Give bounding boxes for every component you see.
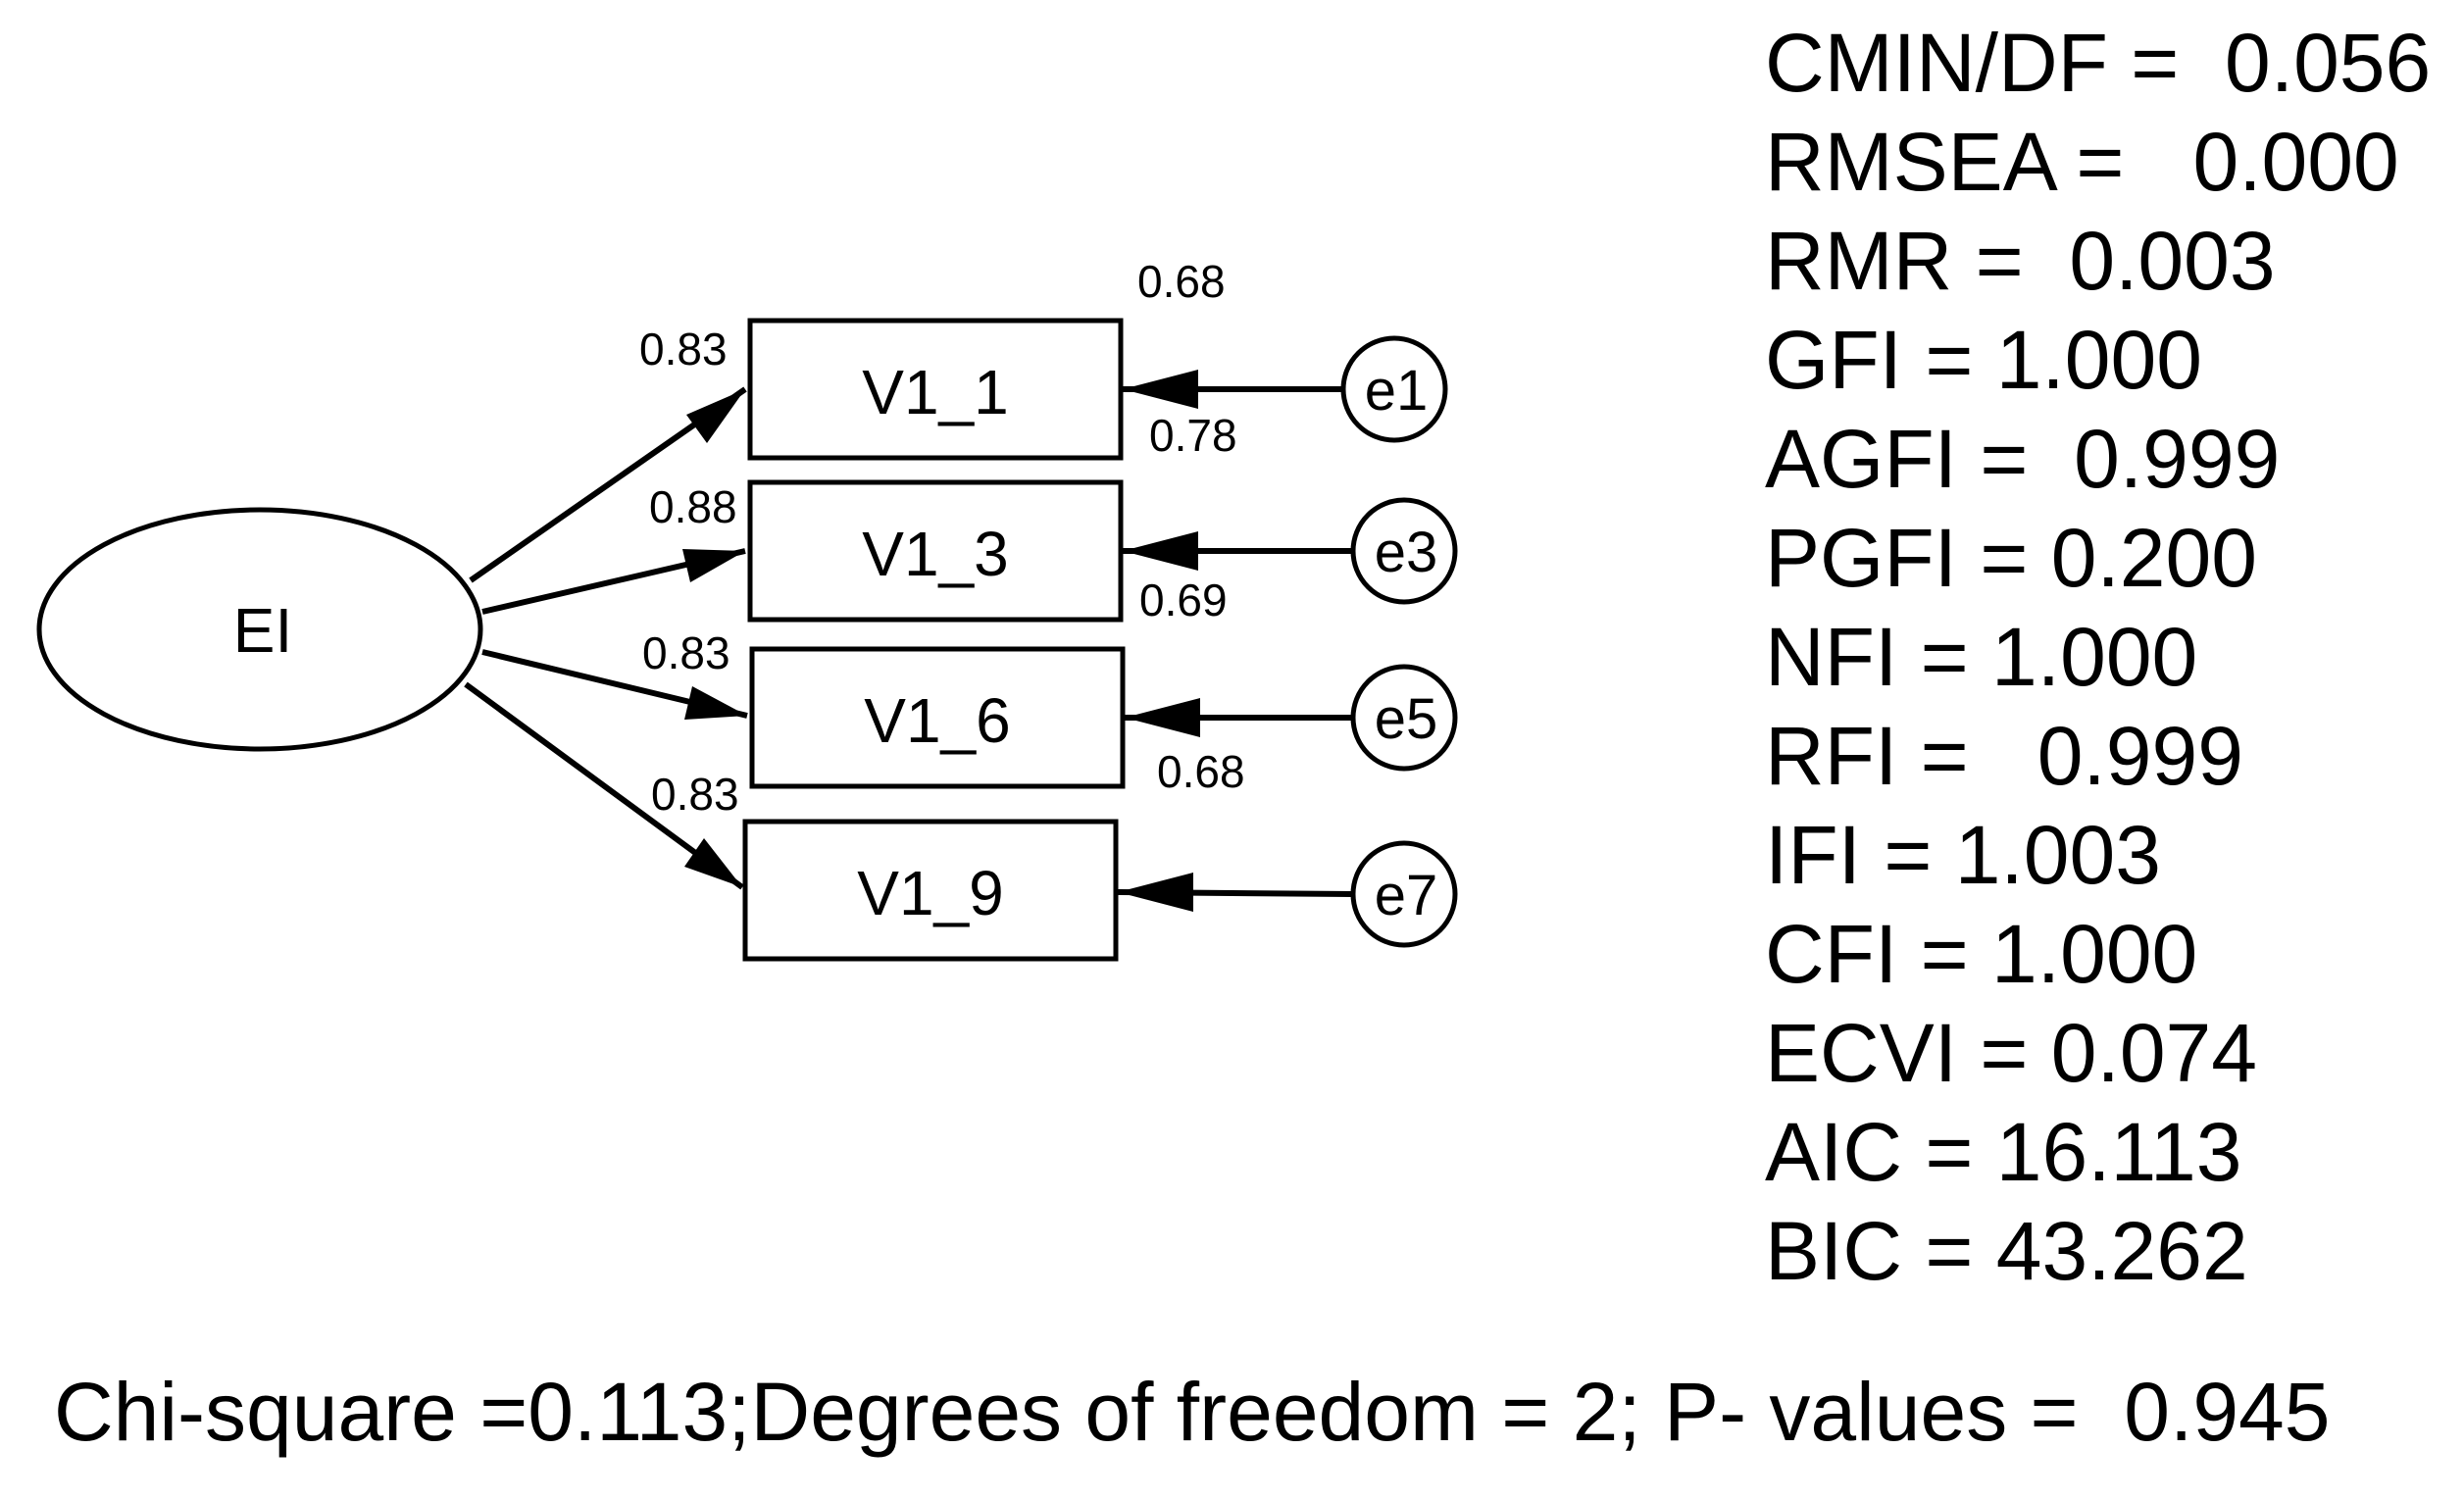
error-paths xyxy=(1117,370,1354,912)
fit-index-ifi: IFI = 1.003 xyxy=(1765,809,2161,901)
fit-index-pgfi: PGFI = 0.200 xyxy=(1765,512,2257,604)
fit-index-cmin-df: CMIN/DF = 0.056 xyxy=(1765,17,2432,109)
arrowhead-e3 xyxy=(1123,531,1198,571)
error-label: e3 xyxy=(1375,521,1438,584)
arrowhead-e1 xyxy=(1123,370,1198,409)
error-circle xyxy=(1340,335,1448,443)
factor-loadings: 0.83 0.88 0.83 0.83 xyxy=(639,324,739,820)
fit-index-rmsea: RMSEA = 0.000 xyxy=(1765,116,2399,208)
fit-index-cfi: CFI = 1.000 xyxy=(1765,908,2198,1000)
fit-index-nfi: NFI = 1.000 xyxy=(1765,611,2198,703)
r2-v1-1: 0.68 xyxy=(1137,256,1226,307)
r2-v1-9: 0.68 xyxy=(1157,746,1245,797)
fit-index-rmr: RMR = 0.003 xyxy=(1765,215,2276,307)
indicator-v1-6: V1_6 xyxy=(749,646,1126,789)
indicator-v1-3: V1_3 xyxy=(747,479,1124,623)
factor-arrowheads xyxy=(682,389,747,887)
latent-ei: EI xyxy=(36,507,483,752)
sem-diagram: EI V1_1 V1_3 V1_6 V1_9 e1 e3 e5 e7 0.83 … xyxy=(36,256,1458,962)
latent-label: EI xyxy=(233,595,292,666)
arrowhead-v1-1 xyxy=(686,389,745,443)
fit-index-bic: BIC = 43.262 xyxy=(1765,1205,2248,1297)
loading-v1-3: 0.88 xyxy=(649,481,737,532)
fit-index-agfi: AGFI = 0.999 xyxy=(1765,413,2281,505)
fit-index-aic: AIC = 16.113 xyxy=(1765,1106,2242,1198)
indicator-box xyxy=(747,318,1124,461)
loading-v1-6: 0.83 xyxy=(642,627,730,678)
indicator-v1-1: V1_1 xyxy=(747,318,1124,461)
r2-v1-3: 0.78 xyxy=(1149,410,1237,461)
arrowhead-e5 xyxy=(1125,698,1200,737)
error-e3: e3 xyxy=(1350,497,1458,605)
fit-index-ecvi: ECVI = 0.074 xyxy=(1765,1007,2257,1099)
fit-index-rfi: RFI = 0.999 xyxy=(1765,710,2243,802)
arrowhead-v1-6 xyxy=(684,686,747,720)
arrowhead-e7 xyxy=(1118,873,1193,912)
indicator-label: V1_9 xyxy=(857,858,1003,928)
r2-v1-6: 0.69 xyxy=(1139,575,1228,625)
loading-v1-9: 0.83 xyxy=(651,769,739,820)
error-label: e7 xyxy=(1375,864,1438,927)
error-label: e1 xyxy=(1365,359,1429,423)
error-e5: e5 xyxy=(1350,664,1458,772)
indicator-box xyxy=(749,646,1126,789)
fit-index-gfi: GFI = 1.000 xyxy=(1765,314,2202,406)
latent-ellipse xyxy=(36,507,483,752)
error-e1: e1 xyxy=(1340,335,1448,443)
error-e7: e7 xyxy=(1350,840,1458,948)
indicator-label: V1_3 xyxy=(862,519,1008,589)
error-label: e5 xyxy=(1375,687,1438,751)
indicator-label: V1_1 xyxy=(862,357,1008,427)
error-circle xyxy=(1350,664,1458,772)
indicator-box xyxy=(747,479,1124,623)
loading-v1-1: 0.83 xyxy=(639,324,728,375)
indicator-label: V1_6 xyxy=(864,685,1010,756)
r-squared-values: 0.68 0.78 0.69 0.68 xyxy=(1137,256,1245,797)
error-circle xyxy=(1350,840,1458,948)
arrowhead-v1-3 xyxy=(682,549,745,582)
arrowhead-v1-9 xyxy=(684,838,742,887)
error-circle xyxy=(1350,497,1458,605)
chi-square-summary: Chi-square =0.113;Degrees of freedom = 2… xyxy=(54,1366,2331,1458)
indicator-box xyxy=(742,819,1119,962)
indicator-v1-9: V1_9 xyxy=(742,819,1119,962)
